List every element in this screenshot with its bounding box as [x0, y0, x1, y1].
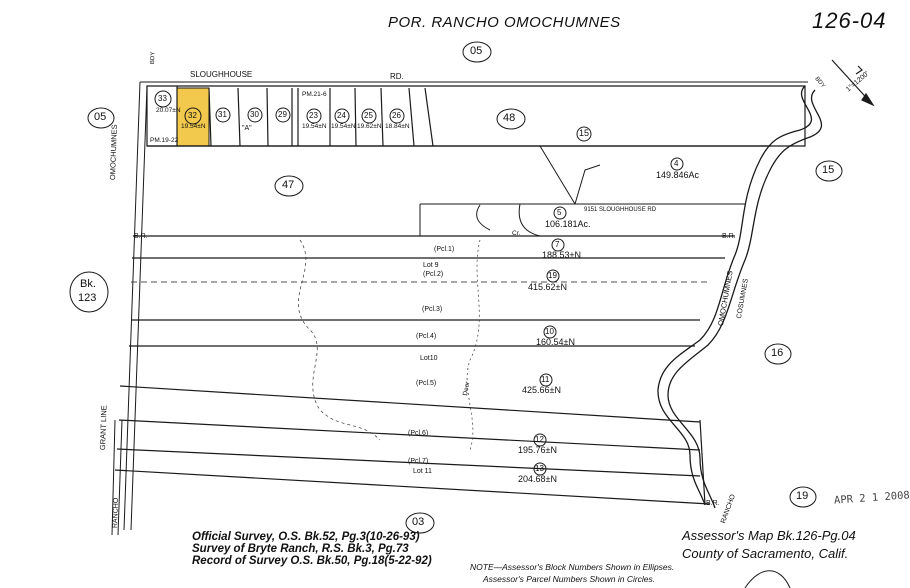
pm-21-6: PM.21-6	[302, 91, 327, 98]
pcl-7: (Pcl.7)	[408, 458, 429, 465]
pcl-3: (Pcl.3)	[422, 306, 443, 313]
top-parcel-strip	[146, 85, 806, 147]
parcel-33-area: 20.07±N	[156, 107, 181, 114]
road-lines	[111, 81, 808, 536]
parcel-13: 13	[535, 464, 544, 473]
block-15-right: 15	[822, 164, 835, 176]
road-sloughhouse: SLOUGHHOUSE	[190, 70, 253, 79]
parcel-4-5-lines	[419, 145, 745, 237]
lot-10: Lot10	[420, 355, 438, 362]
road-grant-line: GRANT LINE	[98, 405, 109, 451]
parcel-33: 33	[158, 94, 167, 103]
pcl-4: (Pcl.4)	[416, 333, 437, 340]
parcel-19-area: 415.62±N	[528, 282, 567, 292]
parcel-13-area: 204.68±N	[518, 474, 557, 484]
pcl-5: (Pcl.5)	[416, 380, 437, 387]
parcel-7: 7	[555, 240, 560, 249]
parcel-12-area: 195.76±N	[518, 445, 557, 455]
county: County of Sacramento, Calif.	[682, 546, 849, 561]
parcel-32-area: 19.54±N	[181, 123, 206, 130]
pcl-2: (Pcl.2)	[423, 271, 444, 278]
block-05-top: 05	[470, 45, 483, 57]
parcel-29: 29	[278, 110, 287, 119]
block-ellipses	[69, 41, 843, 534]
record-survey: Record of Survey O.S. Bk.50, Pg.18(5-22-…	[192, 555, 432, 567]
lot-11: Lot 11	[413, 468, 432, 475]
parcel-10-area: 160.54±N	[536, 337, 575, 347]
bdy-left: BDY	[150, 51, 157, 65]
br-left: B.R.	[134, 233, 148, 240]
block-16: 16	[771, 347, 784, 359]
lot-a: "A"	[242, 125, 252, 132]
parcel-12: 12	[535, 435, 544, 444]
assessor-map: Assessor's Map Bk.126-Pg.04	[682, 528, 856, 543]
block-48: 48	[503, 112, 516, 124]
corner-mark	[744, 570, 791, 588]
parcel-5: 5	[557, 208, 562, 217]
parcel-7-area: 188.53±N	[542, 250, 581, 260]
creek-sketch	[466, 239, 481, 451]
parcel-11: 11	[541, 375, 550, 384]
map-number: 126-04	[812, 8, 887, 33]
parcel-23-area: 19.54±N	[302, 123, 327, 130]
parcel-30: 30	[250, 110, 259, 119]
parcel-boundaries	[114, 145, 770, 506]
parcel-25: 25	[364, 111, 373, 120]
lot-9: Lot 9	[423, 262, 439, 269]
pm-19-22: PM.19-22	[150, 137, 179, 144]
note-parcel: Assessor's Parcel Numbers Shown in Circl…	[483, 574, 656, 584]
br-bottom: B.R.	[706, 500, 720, 507]
block-05-left: 05	[94, 111, 107, 123]
address-label: 9151 SLOUGHHOUSE RD	[584, 207, 657, 213]
parcel-31: 31	[218, 110, 227, 119]
bryte-survey: Survey of Bryte Ranch, R.S. Bk.3, Pg.73	[192, 543, 409, 555]
book-label: Bk.	[80, 278, 96, 290]
north-arrow	[831, 59, 875, 107]
parcel-4-area: 149.846Ac	[656, 170, 700, 180]
deer-creek	[298, 239, 381, 441]
cosumnes-river	[657, 85, 823, 509]
block-19: 19	[796, 490, 809, 502]
parcel-24-area: 19.54±N	[331, 123, 356, 130]
note-block: NOTE—Assessor's Block Numbers Shown in E…	[470, 562, 675, 572]
block-15-small: 15	[579, 128, 590, 138]
parcel-26-area: 18.84±N	[385, 123, 410, 130]
pcl-6: (Pcl.6)	[408, 430, 429, 437]
parcel-24: 24	[337, 111, 346, 120]
road-rancho-left: RANCHO	[112, 497, 121, 529]
parcel-25-area: 19.62±N	[357, 123, 382, 130]
road-rd: RD.	[390, 72, 404, 81]
parcel-19: 19	[548, 271, 557, 280]
parcel-circles	[154, 90, 684, 476]
parcel-11-area: 425.66±N	[522, 385, 561, 395]
official-survey: Official Survey, O.S. Bk.52, Pg.3(10-26-…	[192, 531, 420, 543]
parcel-10: 10	[545, 327, 554, 336]
br-right: B.R.	[722, 233, 736, 240]
map-title: POR. RANCHO OMOCHUMNES	[388, 14, 621, 31]
parcel-23: 23	[309, 111, 318, 120]
creek-label: Cr.	[512, 230, 521, 237]
pcl-1: (Pcl.1)	[434, 246, 455, 253]
book-number: 123	[78, 292, 97, 304]
block-03: 03	[412, 516, 425, 528]
parcel-5-area: 106.181Ac.	[545, 219, 591, 229]
parcel-4: 4	[674, 159, 679, 168]
parcel-26: 26	[392, 111, 401, 120]
block-47: 47	[282, 179, 295, 191]
parcel-32[interactable]: 32	[188, 111, 197, 120]
